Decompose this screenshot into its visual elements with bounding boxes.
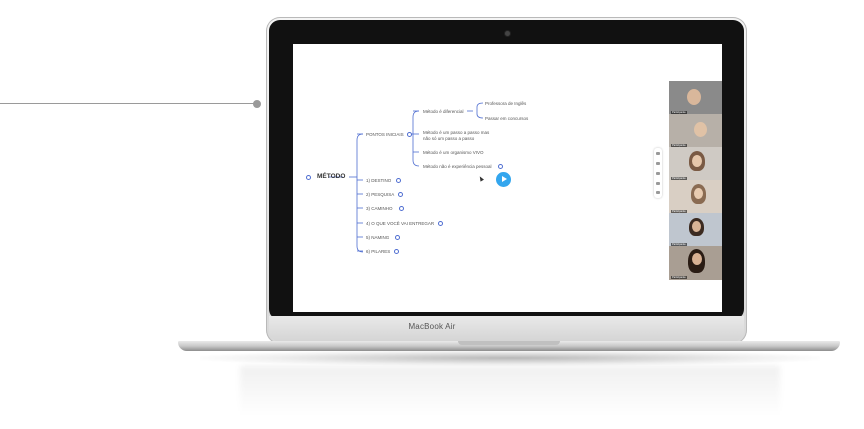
side-toolbar (654, 148, 662, 198)
device-brand-label: MacBook Air (408, 322, 456, 331)
tool-icon[interactable] (656, 162, 660, 165)
participant-tile[interactable]: Participante (669, 246, 722, 280)
branch-handle[interactable] (399, 206, 404, 211)
reflection (240, 366, 780, 416)
participant-name: Participante (671, 177, 687, 180)
callout-line (0, 103, 257, 104)
participant-name: Participante (671, 276, 687, 279)
branch-handle[interactable] (407, 132, 412, 137)
branch-pesquisa[interactable]: 2) PESQUISA (366, 192, 395, 197)
branch-handle[interactable] (395, 235, 400, 240)
laptop-notch (458, 341, 560, 345)
branch-destino[interactable]: 1) DESTINO (366, 178, 392, 183)
participant-tile[interactable]: Participante (669, 213, 722, 247)
tool-icon[interactable] (656, 172, 660, 175)
branch-handle[interactable] (398, 192, 403, 197)
participant-tile[interactable]: Participante (669, 180, 722, 214)
child-diferencial[interactable]: Método é diferencial (423, 109, 464, 114)
branch-handle[interactable] (498, 164, 503, 169)
zoom-icon[interactable] (656, 152, 660, 155)
participant-name: Participante (671, 111, 687, 114)
participant-name: Participante (671, 243, 687, 246)
branch-caminho[interactable]: 3) CAMINHO (366, 206, 393, 211)
participant-tile[interactable]: Participante (669, 147, 722, 181)
branch-naming[interactable]: 5) NAMING (366, 235, 390, 240)
child-passo-a-passo[interactable]: Método é um passo a passo mas (423, 130, 490, 135)
laptop-chin (269, 316, 744, 342)
play-button[interactable] (496, 172, 511, 187)
mindmap-connectors (329, 102, 484, 253)
participant-name: Participante (671, 210, 687, 213)
leaf-concursos[interactable]: Passar em concursos (485, 116, 529, 121)
branch-pilares[interactable]: 6) PILARES (366, 249, 391, 254)
branch-handle[interactable] (438, 221, 443, 226)
avatar (692, 155, 702, 167)
branch-handle[interactable] (396, 178, 401, 183)
participant-name: Participante (671, 144, 687, 147)
participant-tile[interactable]: Participante (669, 81, 722, 115)
leaf-professora[interactable]: Professora de Inglês (485, 101, 527, 106)
child-organismo-vivo[interactable]: Método é um organismo VIVO (423, 150, 484, 155)
laptop-base (178, 341, 840, 351)
participant-tile[interactable]: Participante (669, 114, 722, 148)
callout-dot (253, 100, 261, 108)
avatar (694, 188, 703, 199)
avatar (692, 253, 702, 265)
tool-icon[interactable] (656, 182, 660, 185)
branch-entregar[interactable]: 4) O QUE VOCÊ VAI ENTREGAR (366, 221, 435, 226)
child-passo-a-passo-line2[interactable]: não só um passo a passo (423, 136, 475, 141)
participants-panel: Participante Participante Participante P… (669, 81, 722, 280)
avatar (692, 221, 701, 232)
child-experiencia-pessoal[interactable]: Método não é experiência pessoal (423, 164, 492, 169)
play-icon (502, 176, 507, 182)
camera-icon (505, 31, 510, 36)
branch-pontos-iniciais[interactable]: PONTOS INICIAIS (366, 132, 404, 137)
tool-icon[interactable] (656, 191, 660, 194)
base-shadow (200, 350, 820, 366)
screen: MÉTODO PONTOS INICIAIS 1) DESTINO 2) PES… (293, 44, 722, 312)
branch-handle[interactable] (394, 249, 399, 254)
avatar (694, 122, 707, 137)
root-node[interactable]: MÉTODO (317, 173, 346, 180)
avatar (687, 89, 701, 105)
root-node-handle[interactable] (306, 175, 311, 180)
